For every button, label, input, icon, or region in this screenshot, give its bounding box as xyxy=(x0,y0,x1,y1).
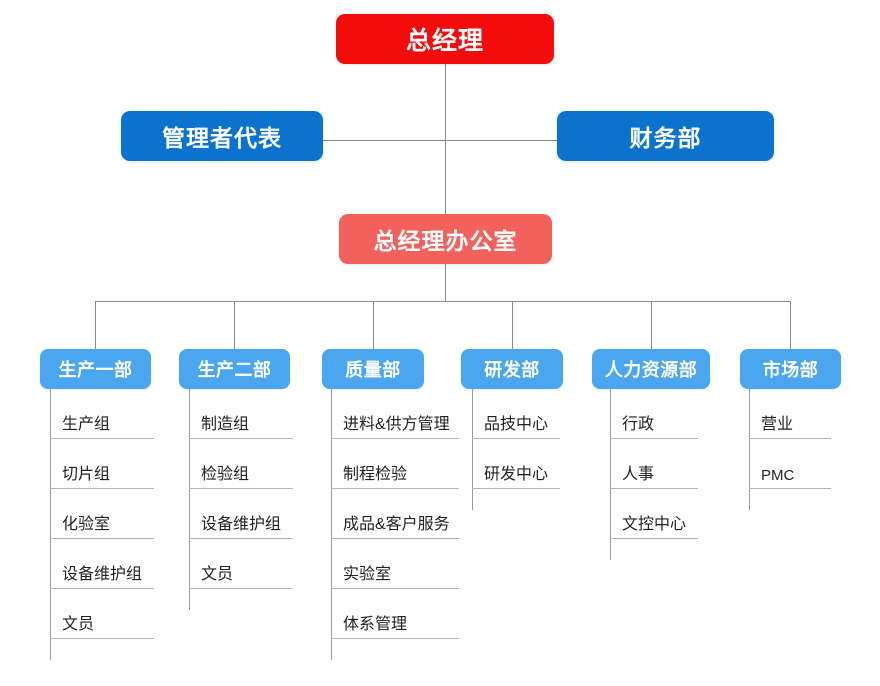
node-department-hr[interactable]: 人力资源部 xyxy=(592,349,710,389)
leaf-item[interactable]: 文控中心 xyxy=(610,489,698,539)
connector-drop-dept-5 xyxy=(651,301,652,349)
leaf-spine xyxy=(749,389,750,510)
node-department-rnd[interactable]: 研发部 xyxy=(461,349,563,389)
leaf-item[interactable]: 进料&供方管理 xyxy=(331,389,459,439)
leaf-item[interactable]: 制程检验 xyxy=(331,439,459,489)
connector-drop-dept-2 xyxy=(234,301,235,349)
leaf-item[interactable]: 体系管理 xyxy=(331,589,459,639)
leaf-column-production-1: 生产组 切片组 化验室 设备维护组 文员 xyxy=(50,389,154,660)
connector-office-to-bus xyxy=(445,264,446,301)
connector-drop-dept-3 xyxy=(373,301,374,349)
leaf-column-production-2: 制造组 检验组 设备维护组 文员 xyxy=(189,389,293,610)
leaf-item[interactable]: 品技中心 xyxy=(472,389,560,439)
node-ceo[interactable]: 总经理 xyxy=(336,14,554,64)
leaf-column-rnd: 品技中心 研发中心 xyxy=(472,389,560,510)
leaf-item[interactable]: 实验室 xyxy=(331,539,459,589)
connector-drop-dept-1 xyxy=(95,301,96,349)
leaf-spine xyxy=(50,389,51,660)
leaf-spine xyxy=(331,389,332,660)
connector-staff-crossbar xyxy=(322,140,558,141)
node-finance-department[interactable]: 财务部 xyxy=(557,111,774,161)
node-gm-office[interactable]: 总经理办公室 xyxy=(339,214,552,264)
leaf-column-marketing: 营业 PMC xyxy=(749,389,831,510)
leaf-spine xyxy=(472,389,473,510)
connector-drop-dept-6 xyxy=(790,301,791,349)
leaf-item[interactable]: PMC xyxy=(749,439,831,489)
leaf-column-quality: 进料&供方管理 制程检验 成品&客户服务 实验室 体系管理 xyxy=(331,389,459,660)
leaf-spine xyxy=(610,389,611,560)
leaf-item[interactable]: 行政 xyxy=(610,389,698,439)
node-department-production-1[interactable]: 生产一部 xyxy=(40,349,151,389)
connector-department-bus xyxy=(95,301,791,302)
node-department-quality[interactable]: 质量部 xyxy=(322,349,424,389)
node-management-representative[interactable]: 管理者代表 xyxy=(121,111,323,161)
leaf-item[interactable]: 切片组 xyxy=(50,439,154,489)
node-department-production-2[interactable]: 生产二部 xyxy=(179,349,290,389)
leaf-column-hr: 行政 人事 文控中心 xyxy=(610,389,698,560)
node-department-marketing[interactable]: 市场部 xyxy=(740,349,841,389)
leaf-item[interactable]: 人事 xyxy=(610,439,698,489)
leaf-item[interactable]: 设备维护组 xyxy=(50,539,154,589)
leaf-item[interactable]: 研发中心 xyxy=(472,439,560,489)
connector-drop-dept-4 xyxy=(512,301,513,349)
leaf-item[interactable]: 化验室 xyxy=(50,489,154,539)
leaf-item[interactable]: 设备维护组 xyxy=(189,489,293,539)
leaf-item[interactable]: 营业 xyxy=(749,389,831,439)
leaf-item[interactable]: 制造组 xyxy=(189,389,293,439)
leaf-item[interactable]: 生产组 xyxy=(50,389,154,439)
leaf-item[interactable]: 成品&客户服务 xyxy=(331,489,459,539)
leaf-item[interactable]: 文员 xyxy=(189,539,293,589)
leaf-item[interactable]: 检验组 xyxy=(189,439,293,489)
leaf-spine xyxy=(189,389,190,610)
leaf-item[interactable]: 文员 xyxy=(50,589,154,639)
